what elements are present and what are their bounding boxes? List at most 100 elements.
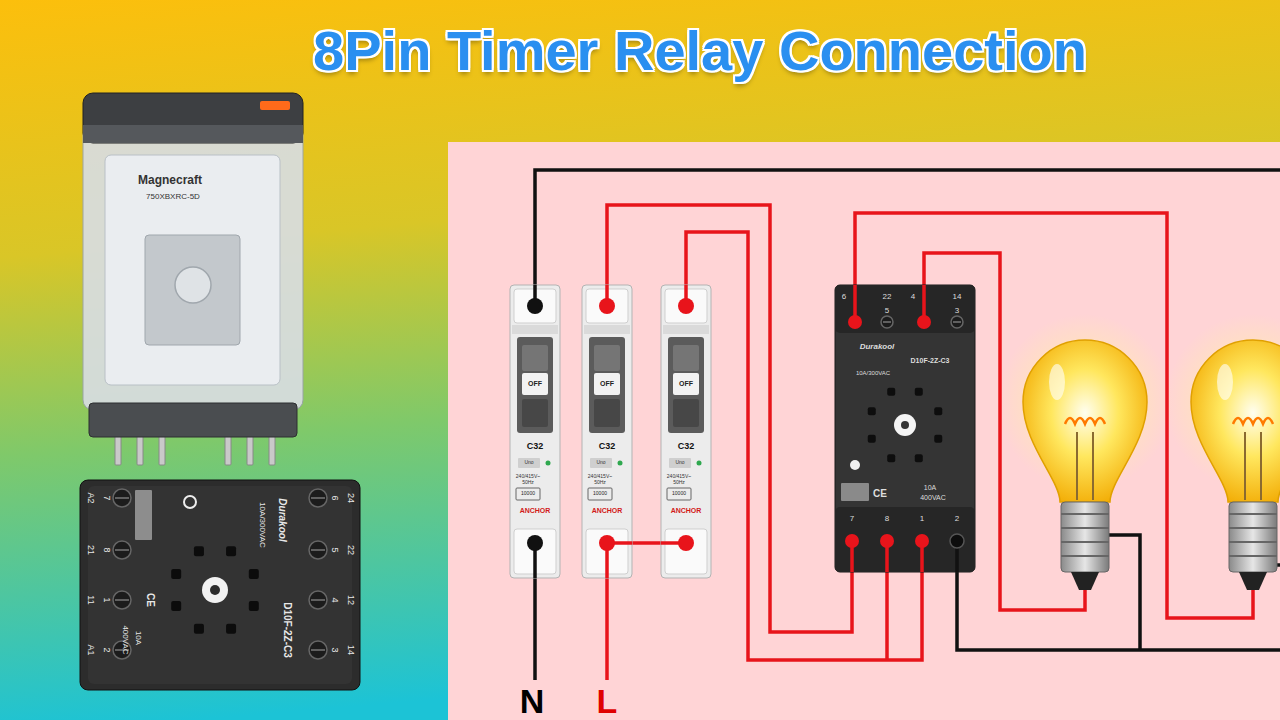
relay-socket: 62241453DurakoolD10F-2Z-C310A/300VACCE10… (835, 285, 975, 572)
switch-state: OFF (528, 380, 542, 388)
pin-name: 24 (345, 493, 355, 503)
screw-terminal (113, 489, 131, 507)
relay-photo: Magnecraft 750XBXRC-5D (75, 85, 310, 470)
circuit-breaker-art (661, 285, 711, 578)
screw-slot (115, 497, 129, 499)
toggle-lever (522, 345, 548, 371)
relay-cover (83, 125, 303, 410)
brand-text: ANCHOR (592, 507, 623, 515)
breaker-rating: C32 (599, 442, 616, 452)
terminal-block (665, 529, 707, 574)
light-bulb (1233, 418, 1273, 424)
key-hole (202, 577, 228, 603)
pin-name: 21 (85, 545, 95, 555)
socket-hole (887, 454, 895, 462)
pin-name: 11 (85, 595, 95, 604)
pin-number: 8 (885, 515, 889, 524)
capacity-box (667, 488, 691, 500)
relay-pin (115, 433, 121, 465)
relay-cap (83, 93, 303, 143)
wire (607, 205, 852, 632)
circuit-breaker: OFFC32Uno240/415V~ 50Hz10000ANCHOR (582, 285, 632, 578)
breaker-body (661, 285, 711, 578)
screw-terminal (309, 591, 327, 609)
indicator-dot (546, 461, 551, 466)
pin-number: 22 (883, 293, 892, 302)
light-bulb (1065, 418, 1105, 424)
rating-text: 10A/300VAC (856, 370, 890, 377)
pin-name: 22 (345, 545, 355, 555)
wire (632, 541, 661, 545)
light-bulb (1245, 432, 1261, 500)
neutral-wire (1109, 535, 1140, 650)
terminal-dot (678, 298, 694, 314)
capacity-box (516, 488, 540, 500)
series-name: Uno (596, 460, 605, 466)
key-hole (210, 585, 220, 595)
line-label: L (597, 684, 618, 718)
terminal-dot (880, 534, 894, 548)
mark-text: CE (145, 593, 156, 607)
screw-slot (311, 549, 325, 551)
terminal-dot (527, 298, 543, 314)
screw-slot (953, 321, 961, 323)
breaker-shoulder (584, 325, 630, 334)
pin-number: 7 (850, 515, 854, 524)
pin-number: 3 (955, 307, 959, 316)
terminal-dot (678, 535, 694, 551)
brand-text: Durakool (860, 343, 895, 352)
light-bulb (1239, 572, 1267, 590)
terminal-strip (835, 507, 975, 572)
pin-number: 1 (101, 597, 111, 602)
relay-pin (247, 433, 253, 465)
light-bulb (1191, 340, 1280, 502)
screw-terminal (309, 541, 327, 559)
breaker-body (582, 285, 632, 578)
pin-number: 2 (955, 515, 959, 524)
socket-hole (887, 388, 895, 396)
toggle-face (673, 373, 699, 395)
terminal-dot (845, 534, 859, 548)
light-bulb (1023, 340, 1147, 590)
brand-text: Magnecraft (138, 174, 202, 187)
relay-pin (159, 433, 165, 465)
rating-text: 10A (134, 631, 143, 645)
pin-number: 8 (101, 547, 111, 552)
terminal-dot (599, 535, 615, 551)
relay-pin (137, 433, 143, 465)
pin-number: 2 (101, 647, 111, 652)
pin-name: 14 (345, 645, 355, 655)
capacity-rating: 10000 (521, 491, 535, 497)
pin-number: 14 (953, 293, 962, 302)
socket-hole (249, 569, 259, 579)
toggle-lever (594, 345, 620, 371)
brand-text: Durakool (277, 498, 288, 541)
light-bulb (1191, 340, 1280, 590)
indicator-dot (618, 461, 623, 466)
screw-slot (311, 599, 325, 601)
socket-hole (226, 624, 236, 634)
pin-number: 6 (329, 495, 339, 500)
marker-ring (184, 496, 196, 508)
light-bulb (1077, 432, 1093, 500)
label-sticker (841, 483, 869, 501)
light-bulb (1071, 572, 1099, 590)
socket-hole (194, 546, 204, 556)
light-bulb (1217, 364, 1233, 400)
rating-text: 10A (924, 484, 936, 492)
voltage-rating: 240/415V~ 50Hz (665, 474, 693, 485)
series-name: Uno (524, 460, 533, 466)
diagram-panel (448, 142, 1280, 720)
model-text: 750XBXRC-5D (146, 193, 200, 202)
screw-slot (311, 649, 325, 651)
live-wire (605, 578, 609, 680)
breaker-rating: C32 (678, 442, 695, 452)
title: 8Pin Timer Relay Connection (313, 20, 1087, 82)
pin-number: 3 (329, 647, 339, 652)
terminal-strip (835, 285, 975, 333)
pin-name: A2 (85, 492, 95, 503)
relay-socket-photo-art (80, 480, 360, 690)
terminal-dot (917, 315, 931, 329)
line-label: N (520, 684, 545, 718)
